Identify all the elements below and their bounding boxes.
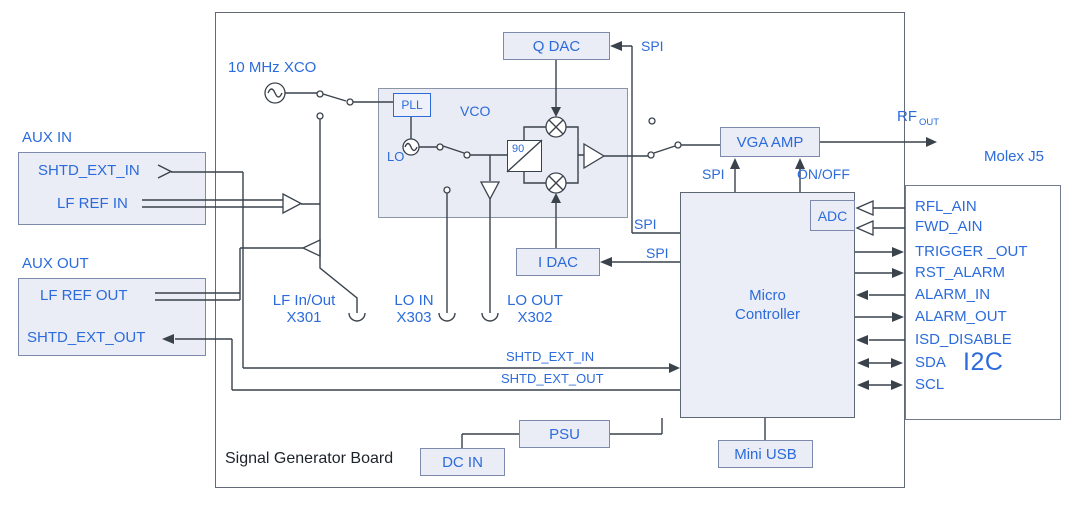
adc-box: ADC (810, 200, 855, 231)
micro-controller-box: Micro Controller (680, 192, 855, 418)
rf-text: RF (897, 108, 917, 125)
shtd-ext-in-line-label: SHTD_EXT_IN (506, 349, 595, 364)
dc-in-box: DC IN (420, 448, 505, 476)
connector-ref: X302 (517, 309, 553, 326)
molex-signal-alarm-in: ALARM_IN (915, 286, 991, 303)
qdac-spi-label: SPI (641, 38, 664, 54)
molex-title: Molex J5 (984, 148, 1045, 165)
dc-in-label: DC IN (442, 453, 483, 471)
pll-box: PLL (393, 93, 431, 117)
connector-name: LF In/Out (272, 292, 336, 309)
aux-out-shtd-label: SHTD_EXT_OUT (27, 329, 146, 346)
vga-onoff-label: ON/OFF (797, 166, 850, 182)
molex-signal-rst-alarm: RST_ALARM (915, 264, 1006, 281)
molex-signal-fwd-ain: FWD_AIN (915, 218, 983, 235)
mini-usb-label: Mini USB (734, 445, 797, 463)
vga-spi-label: SPI (702, 166, 725, 182)
i-dac-box: I DAC (516, 248, 600, 276)
vco-spi-label: SPI (634, 216, 657, 232)
molex-j5-box (905, 185, 1061, 420)
mini-usb-box: Mini USB (718, 440, 813, 468)
vco-label: VCO (460, 103, 491, 119)
connector-label-x303: LO IN X303 (386, 292, 442, 326)
aux-in-lf-label: LF REF IN (57, 195, 128, 212)
aux-in-title: AUX IN (22, 129, 73, 146)
lo-label: LO (387, 149, 405, 164)
rf-sub-text: OUT (919, 117, 940, 128)
vga-amp-box: VGA AMP (720, 127, 820, 157)
adc-label: ADC (817, 207, 848, 224)
pll-label: PLL (401, 98, 423, 112)
phase-splitter-box: 90 (507, 140, 542, 172)
connector-name: LO OUT (507, 292, 563, 309)
psu-label: PSU (549, 425, 580, 443)
shtd-ext-out-line-label: SHTD_EXT_OUT (501, 371, 604, 386)
aux-out-lf-label: LF REF OUT (40, 287, 128, 304)
connector-ref: X303 (396, 309, 432, 326)
connector-ref: X301 (286, 309, 322, 326)
q-dac-box: Q DAC (503, 32, 610, 60)
i-dac-label: I DAC (537, 253, 578, 271)
idac-spi-label: SPI (646, 245, 669, 261)
aux-in-shtd-label: SHTD_EXT_IN (38, 162, 140, 179)
molex-signal-alarm-out: ALARM_OUT (915, 308, 1007, 325)
molex-signal-rfl-ain: RFL_AIN (915, 198, 977, 215)
molex-signal-sda: SDA (915, 354, 946, 371)
connector-name: LO IN (394, 292, 434, 309)
q-dac-label: Q DAC (532, 37, 581, 55)
molex-signal-scl: SCL (915, 376, 945, 393)
molex-signal-trigger-out: TRIGGER _OUT (915, 243, 1028, 260)
xco-label: 10 MHz XCO (228, 59, 317, 76)
psu-box: PSU (519, 420, 610, 448)
phase-90-label: 90 (512, 143, 525, 155)
micro-controller-label: Micro Controller (734, 287, 801, 323)
molex-signal-isd-disable: ISD_DISABLE (915, 331, 1012, 348)
connector-label-x301: LF In/Out X301 (258, 292, 350, 326)
connector-label-x302: LO OUT X302 (504, 292, 566, 326)
board-title: Signal Generator Board (225, 450, 394, 467)
i2c-label: I2C (963, 348, 1004, 376)
vga-amp-label: VGA AMP (736, 133, 804, 151)
aux-out-title: AUX OUT (22, 255, 89, 272)
